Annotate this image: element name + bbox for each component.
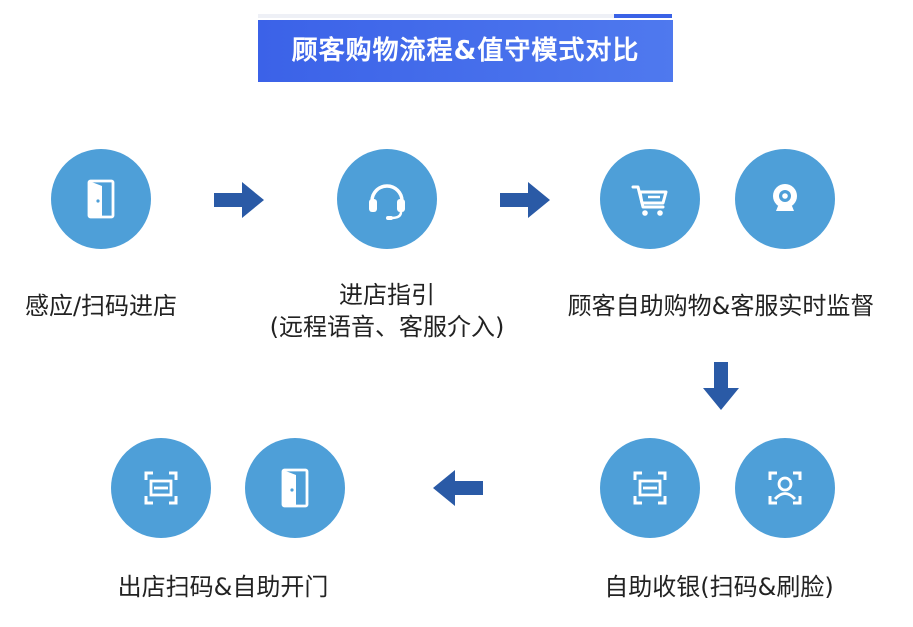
arrow-right-1	[214, 182, 264, 218]
shopping-cart-icon	[631, 185, 668, 216]
step-4-scan-code-icon	[600, 438, 700, 538]
step-2-label-line1: 进店指引	[339, 281, 435, 309]
arrow-left	[433, 470, 483, 506]
title-underline	[258, 14, 614, 18]
headset-icon	[369, 184, 405, 220]
step-3-label: 顾客自助购物&客服实时监督	[567, 292, 875, 320]
face-scan-icon	[768, 471, 802, 505]
diagram-title: 顾客购物流程&值守模式对比	[258, 20, 673, 82]
step-3-webcam-icon	[735, 149, 835, 249]
step-5-door-icon	[245, 438, 345, 538]
webcam-icon	[773, 184, 797, 211]
scan-code-icon	[144, 471, 178, 505]
step-4-label: 自助收银(扫码&刷脸)	[604, 573, 834, 601]
arrow-right-2	[500, 182, 550, 218]
step-1-label: 感应/扫码进店	[24, 292, 178, 320]
step-5-scan-code-icon	[111, 438, 211, 538]
step-2-headset-icon	[337, 149, 437, 249]
door-icon	[281, 468, 309, 508]
door-icon	[87, 179, 115, 219]
arrow-down	[703, 362, 739, 410]
step-3-shopping-cart-icon	[600, 149, 700, 249]
step-2-label-line2: (远程语音、客服介入)	[269, 313, 505, 341]
scan-code-icon	[633, 471, 667, 505]
step-5-label: 出店扫码&自助开门	[117, 573, 329, 601]
title-underline-accent	[614, 14, 672, 18]
step-1-door-icon	[51, 149, 151, 249]
step-4-face-scan-icon	[735, 438, 835, 538]
